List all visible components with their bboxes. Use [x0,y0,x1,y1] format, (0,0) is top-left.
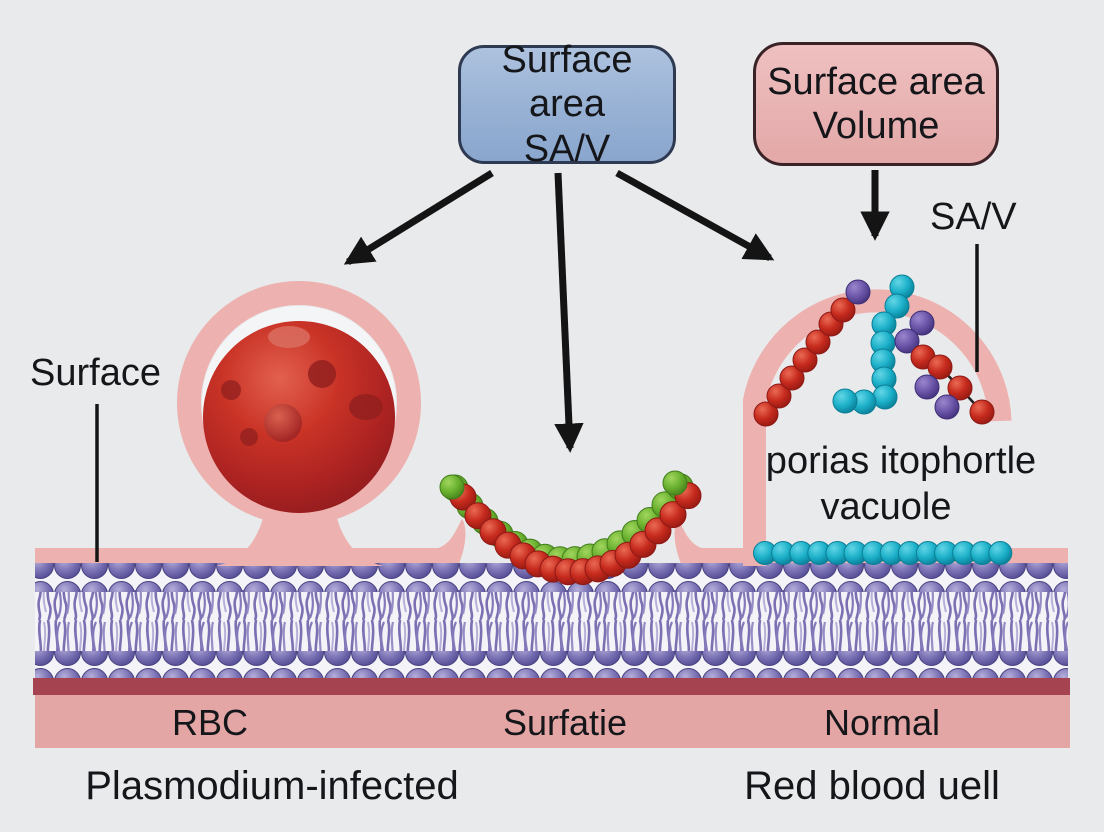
bulge-neck [216,506,384,566]
lipid-bilayer [35,563,1068,680]
arrow-to-vacuole [615,169,775,262]
surface-cyan-bead-row [753,541,1013,565]
sphere-highlight [268,326,310,348]
vacuole-label-line2: vacuole [820,486,952,528]
surface-label: Surface [30,352,161,394]
vacuole-dome [742,289,1012,566]
surface-area-volume-box: Surface area Volume [753,42,999,166]
infected-bulge [177,281,421,566]
parasite-sphere [203,321,395,513]
maroon-baseline-bar [33,678,1070,695]
sav-label: SA/V [930,196,1017,238]
sphere-bump [264,404,302,442]
band-label-surfatie: Surfatie [502,702,628,743]
dome-arc [742,289,1012,422]
membrane-pit-bead-curve [439,470,702,586]
vacuole-label-line1: porias itophortle [765,440,1037,482]
band-label-rbc: RBC [171,702,249,743]
concept-arrows [343,169,890,453]
volume-box-line1: Surface area [767,60,985,103]
arrow-to-infected-bulge [343,170,494,265]
band-label-normal: Normal [823,702,941,743]
sa-box-line1: Surface area [501,39,633,126]
volume-box-line2: Volume [812,105,940,147]
bottom-pink-band [35,695,1070,748]
surface-area-sav-box: Surface area SA/V [458,39,676,170]
vacuole-bead-chains [753,274,995,427]
caption-red-blood-cell: Red blood uell [744,764,1000,808]
lipid-tails [35,590,1068,652]
dome-left-leg [743,400,766,566]
arrow-to-membrane-pit [554,172,584,453]
lipid-heads-bottom-row [35,651,1068,680]
sa-box-line2: SA/V [523,127,611,170]
caption-plasmodium-infected: Plasmodium-infected [85,764,459,808]
